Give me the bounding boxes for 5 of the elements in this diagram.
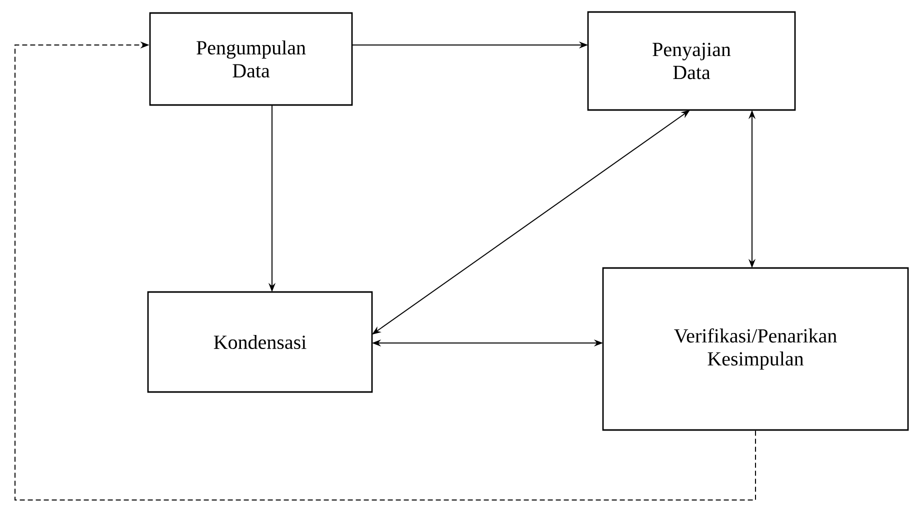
process-box: Kondensasi [147,291,373,393]
process-box: Pengumpulan Data [149,12,353,106]
process-box: Verifikasi/Penarikan Kesimpulan [602,267,909,431]
arrow [14,41,756,500]
process-box: Penyajian Data [587,11,796,111]
